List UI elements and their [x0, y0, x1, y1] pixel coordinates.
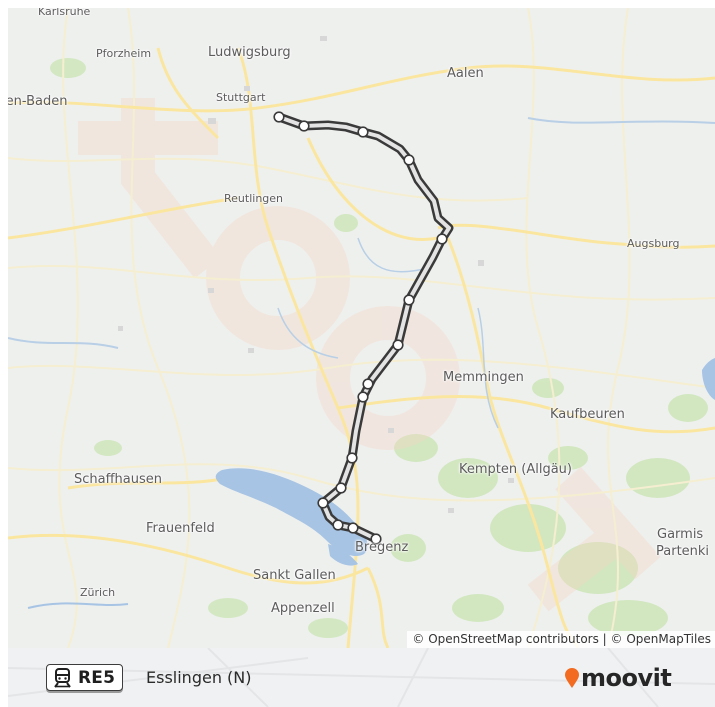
city-label: Ludwigsburg — [208, 45, 291, 60]
route-stop[interactable] — [335, 482, 347, 494]
city-label: Appenzell — [271, 601, 335, 616]
brand-name: moovit — [581, 664, 672, 692]
route-badge[interactable]: RE5 — [46, 664, 124, 691]
city-label: Sankt Gallen — [253, 568, 336, 583]
train-icon — [53, 667, 72, 688]
city-label: Aalen — [447, 66, 484, 81]
city-label: Frauenfeld — [146, 521, 215, 536]
map-base — [8, 8, 715, 648]
watermark — [78, 98, 661, 612]
town-areas — [118, 36, 514, 513]
route-stop[interactable] — [370, 533, 382, 545]
route-stop[interactable] — [362, 378, 374, 390]
map-pin-icon — [564, 667, 580, 689]
major-roads — [8, 47, 715, 648]
city-label: Kempten (Allgäu) — [459, 462, 572, 477]
route-stop[interactable] — [317, 497, 329, 509]
route-stop[interactable] — [347, 522, 359, 534]
map-attribution[interactable]: © OpenStreetMap contributors | © OpenMap… — [407, 631, 715, 648]
city-label: Memmingen — [443, 370, 524, 385]
moovit-logo[interactable]: moovit — [564, 664, 672, 692]
route-name: RE5 — [78, 667, 116, 688]
minor-roads — [8, 8, 715, 648]
city-label: Augsburg — [627, 237, 680, 250]
city-label: len-Baden — [8, 94, 68, 109]
route-stop[interactable] — [298, 120, 310, 132]
route-stop[interactable] — [392, 339, 404, 351]
water — [8, 117, 715, 609]
city-label: Stuttgart — [216, 91, 266, 104]
route-stop[interactable] — [436, 233, 448, 245]
route-stops — [273, 111, 448, 545]
route-stop[interactable] — [403, 294, 415, 306]
city-label: Partenki — [656, 544, 710, 559]
city-label: Schaffhausen — [74, 472, 163, 487]
city-label: Zürich — [80, 586, 116, 599]
city-label: Garmis — [657, 527, 704, 542]
city-label: Karlsruhe — [38, 8, 91, 18]
route-stop[interactable] — [357, 126, 369, 138]
route-stop[interactable] — [357, 391, 369, 403]
route-stop[interactable] — [346, 452, 358, 464]
city-label: Reutlingen — [224, 192, 284, 205]
route-stop[interactable] — [332, 519, 344, 531]
route-stop[interactable] — [403, 154, 415, 166]
city-label: Pforzheim — [96, 47, 152, 60]
route-footer: RE5 Esslingen (N) moovit — [8, 648, 715, 707]
city-label: Bregenz — [355, 540, 409, 555]
map[interactable]: Karlsruhe Pforzheim Ludwigsburg Aalen le… — [8, 8, 715, 648]
city-label: Kaufbeuren — [550, 407, 625, 422]
route-destination: Esslingen (N) — [146, 668, 252, 687]
stop-esslingen[interactable] — [273, 111, 285, 123]
